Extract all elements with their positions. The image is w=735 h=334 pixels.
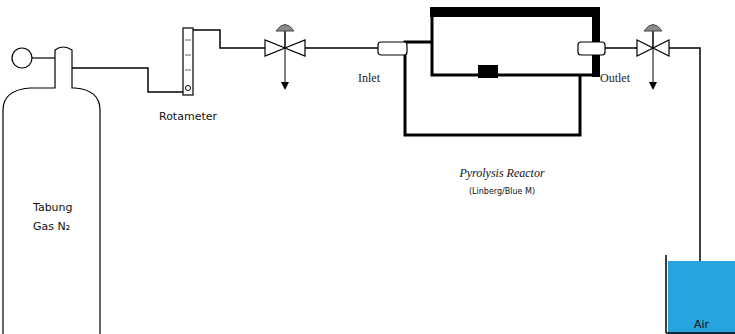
text-holder: Air — [694, 313, 724, 332]
text-holder: Pyrolysis Reactor — [378, 162, 626, 181]
node-label: Rotameter — [159, 110, 217, 123]
water-beaker: Air — [660, 255, 735, 334]
node-label: (Linberg/Blue M) — [469, 187, 535, 196]
port-label: Inlet — [358, 71, 380, 86]
text-holder: Tabung Gas N₂ — [33, 196, 95, 234]
gas-line — [193, 30, 378, 48]
rotameter-outline — [160, 20, 220, 120]
node-label: Tabung Gas N₂ — [33, 201, 73, 233]
gas-cylinder-outline — [0, 0, 110, 334]
port-label: Outlet — [600, 71, 630, 86]
text-holder: (Linberg/Blue M) — [378, 179, 626, 198]
node-label: Pyrolysis Reactor — [459, 166, 544, 180]
text-holder: Rotameter — [148, 105, 228, 124]
rotameter: Rotameter — [160, 20, 220, 120]
pyrolysis-reactor: Pyrolysis Reactor (Linberg/Blue M) — [378, 5, 608, 195]
valve-symbol — [637, 25, 669, 91]
valve-symbol — [265, 25, 305, 91]
gas-cylinder: Tabung Gas N₂ — [0, 0, 110, 334]
node-label: Air — [694, 318, 709, 331]
gas-line — [72, 68, 183, 92]
